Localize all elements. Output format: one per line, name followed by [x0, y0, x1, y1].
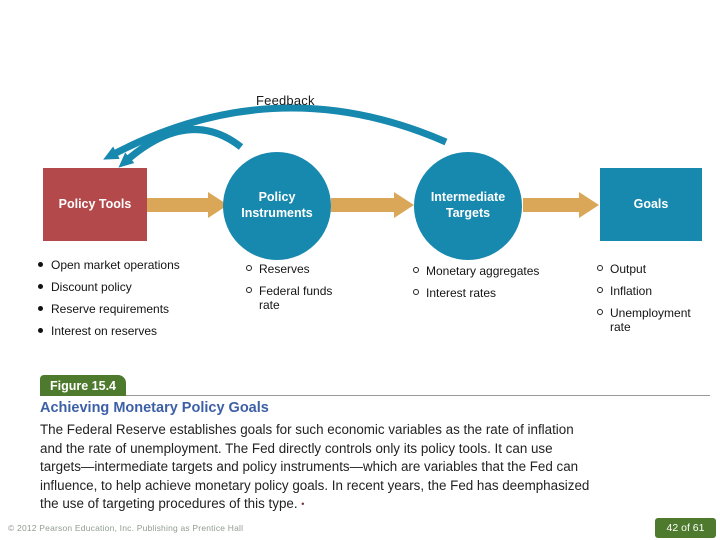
page-number-badge: 42 of 61: [655, 518, 716, 538]
bullet-icon: [597, 287, 603, 293]
bullet-icon: [38, 328, 43, 333]
bullet-icon: [597, 309, 603, 315]
list-item: Inflation: [597, 284, 705, 298]
policy-tools-list: Open market operations Discount policy R…: [38, 258, 208, 346]
node-policy-instruments: Policy Instruments: [223, 152, 331, 260]
node-label: Intermediate Targets: [430, 190, 506, 220]
list-item: Discount policy: [38, 280, 208, 294]
feedback-arrow-long: [103, 104, 448, 160]
bullet-icon: [246, 287, 252, 293]
bullet-icon: [413, 267, 419, 273]
list-item-label: Output: [610, 262, 647, 276]
body-line: the use of targeting procedures of this …: [40, 495, 708, 514]
copyright-notice: © 2012 Pearson Education, Inc. Publishin…: [8, 523, 244, 533]
end-bullet-mark: •: [301, 499, 305, 510]
list-item-label: Open market operations: [51, 258, 180, 272]
list-item: Reserves: [246, 262, 346, 276]
body-line: influence, to help achieve monetary poli…: [40, 477, 590, 493]
list-item-label: Reserves: [259, 262, 310, 276]
bullet-icon: [38, 262, 43, 267]
figure-number-badge: Figure 15.4: [40, 375, 126, 396]
body-line-text: the use of targeting procedures of this …: [40, 496, 298, 512]
list-item-label: Inflation: [610, 284, 653, 298]
node-policy-tools: Policy Tools: [43, 168, 147, 241]
list-item: Federal funds rate: [246, 284, 346, 312]
bullet-icon: [597, 265, 603, 271]
node-intermediate-targets: Intermediate Targets: [414, 152, 522, 260]
body-line: targets—intermediate targets and policy …: [40, 459, 579, 475]
flow-arrow-3: [523, 192, 599, 218]
figure-divider: [40, 395, 710, 396]
intermediate-targets-list: Monetary aggregates Interest rates: [413, 264, 563, 308]
body-line: and the rate of unemployment. The Fed di…: [40, 440, 553, 456]
list-item-label: Interest on reserves: [51, 324, 158, 338]
body-line: The Federal Reserve establishes goals fo…: [40, 422, 574, 437]
list-item: Interest on reserves: [38, 324, 208, 338]
flow-arrow-1: [147, 192, 228, 218]
list-item: Reserve requirements: [38, 302, 208, 316]
figure-description: The Federal Reserve establishes goals fo…: [40, 421, 708, 514]
node-label: Policy Tools: [58, 196, 132, 211]
list-item-label: Unemployment rate: [610, 306, 691, 334]
list-item-label: Interest rates: [426, 286, 497, 300]
node-label: Policy Instruments: [241, 190, 313, 220]
figure-title: Achieving Monetary Policy Goals: [40, 400, 269, 416]
list-item: Open market operations: [38, 258, 208, 272]
bullet-icon: [246, 265, 252, 271]
list-item-label: Reserve requirements: [51, 302, 170, 316]
list-item: Monetary aggregates: [413, 264, 563, 278]
list-item: Interest rates: [413, 286, 563, 300]
bullet-icon: [413, 289, 419, 295]
flow-arrow-2: [331, 192, 414, 218]
list-item: Output: [597, 262, 705, 276]
feedback-arrow-short: [118, 126, 244, 168]
node-label: Goals: [633, 196, 669, 211]
list-item-label: Discount policy: [51, 280, 132, 294]
bullet-icon: [38, 306, 43, 311]
feedback-label: Feedback: [256, 93, 315, 108]
node-goals: Goals: [600, 168, 702, 241]
list-item: Unemployment rate: [597, 306, 705, 334]
policy-instruments-list: Reserves Federal funds rate: [246, 262, 346, 320]
bullet-icon: [38, 284, 43, 289]
goals-list: Output Inflation Unemployment rate: [597, 262, 705, 342]
list-item-label: Monetary aggregates: [426, 264, 540, 278]
list-item-label: Federal funds rate: [259, 284, 333, 312]
